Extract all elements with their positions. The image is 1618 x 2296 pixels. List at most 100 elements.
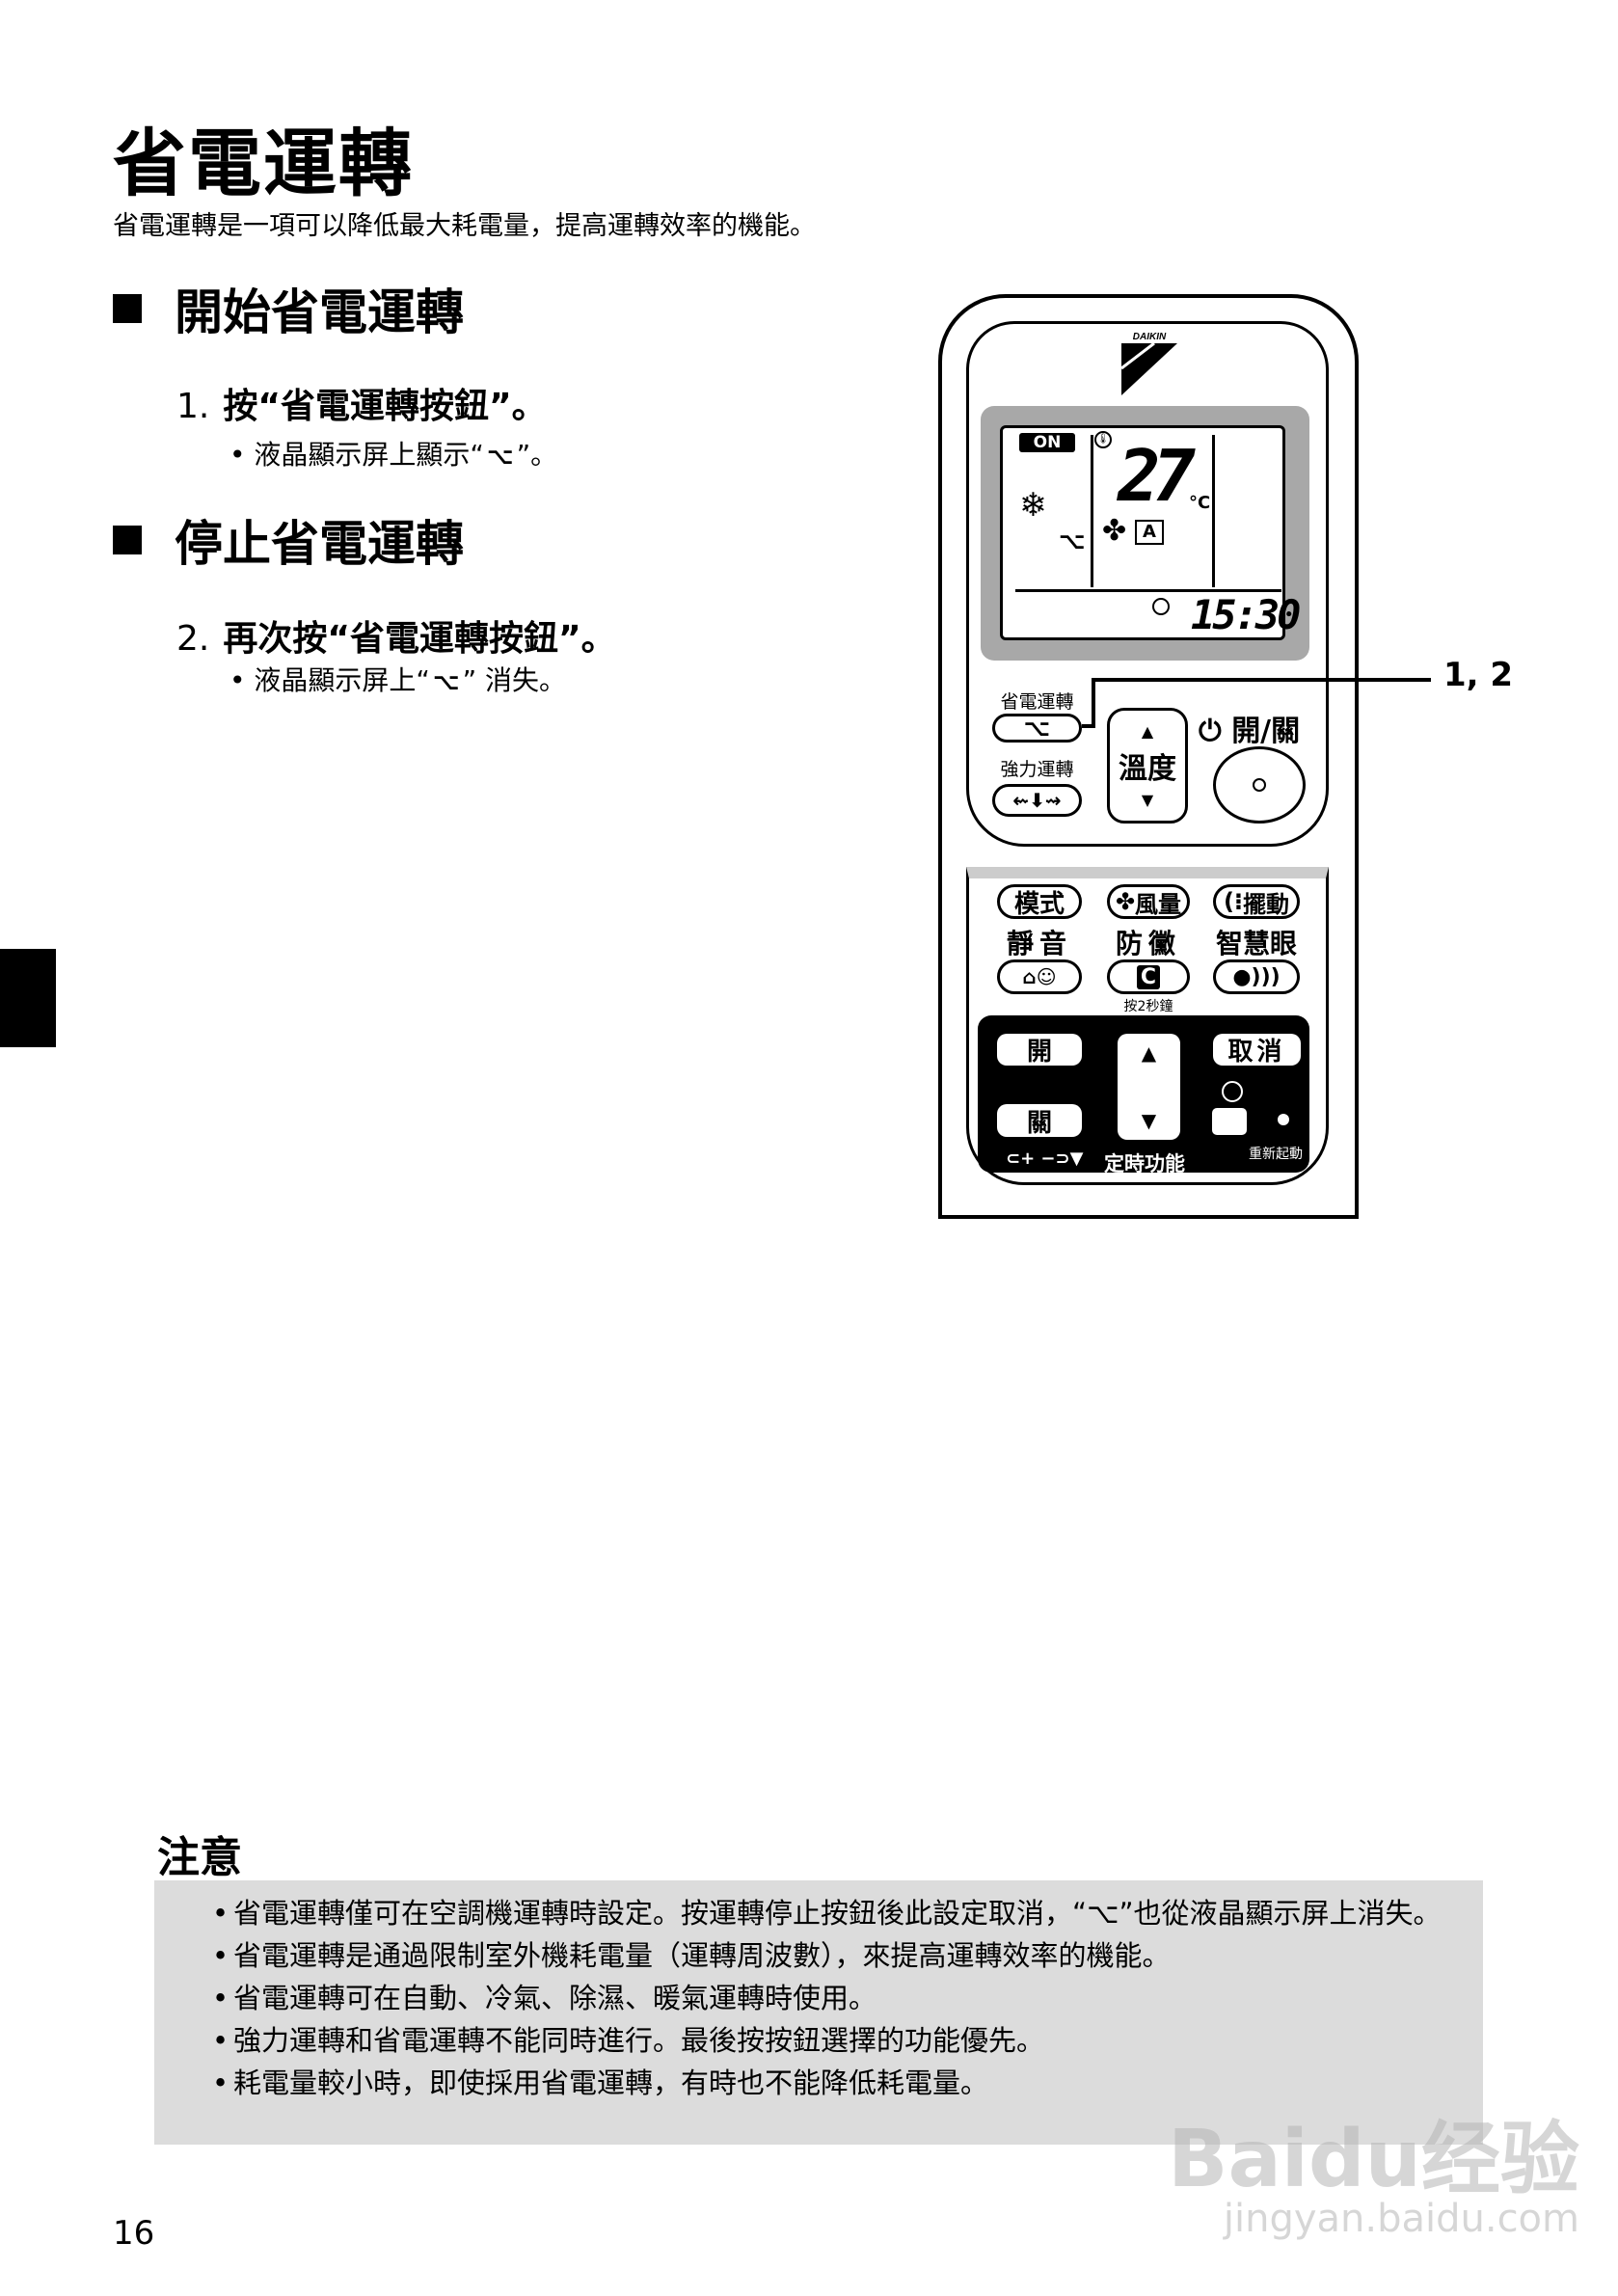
step-number: 2. [176, 619, 210, 659]
timer-cancel-button[interactable]: 取消 [1213, 1034, 1301, 1067]
power-button[interactable] [1213, 746, 1306, 824]
eco-icon: ⌥ [1059, 527, 1086, 554]
down-arrow-icon: ▼ [1141, 791, 1154, 809]
lcd-temperature: 27 [1118, 435, 1196, 518]
swing-icon: (⁝ [1223, 888, 1244, 915]
lcd-divider [1015, 589, 1281, 592]
down-arrow-icon: ▼ [1141, 1109, 1157, 1132]
step-text: 再次按“省電運轉按鈕”。 [223, 619, 616, 659]
quiet-button[interactable]: ⌂☺ [997, 959, 1082, 994]
thermometer-icon: 🌡 [1094, 431, 1112, 448]
up-arrow-icon: ▲ [1141, 1041, 1157, 1065]
econo-button[interactable]: ⌥ [992, 714, 1082, 743]
chapter-tab [0, 949, 56, 1047]
fan-icon: ✤ [1115, 888, 1136, 915]
econo-label: 省電運轉 [1000, 691, 1074, 713]
clock-icon [1222, 1081, 1243, 1102]
temperature-button[interactable]: ▲ 溫度 ▼ [1107, 708, 1188, 824]
mode-button[interactable]: 模式 [997, 884, 1082, 919]
callout-label: 1, 2 [1443, 656, 1514, 694]
step-number: 1. [176, 387, 210, 426]
up-arrow-icon: ▲ [1141, 722, 1154, 741]
square-bullet-icon [113, 294, 142, 323]
note-item: 省電運轉是通過限制室外機耗電量（運轉周波數），來提高運轉效率的機能。 [212, 1934, 1483, 1977]
bullet-text-end: ”。 [516, 439, 558, 471]
hold-note: 按2秒鐘 [1123, 999, 1173, 1014]
temperature-label: 溫度 [1119, 752, 1176, 786]
remote-upper-panel [966, 321, 1329, 847]
daikin-logo: DAIKIN [1120, 332, 1177, 395]
remote-control-illustration: DAIKIN ON 🌡 27 °C ❄ ⌥ ✤ A 15:30 省電運轉 ⌥ 強… [938, 294, 1431, 1219]
eco-icon: ⌥ [486, 443, 514, 470]
mould-icon: C [1136, 964, 1161, 989]
fan-label: 風量 [1135, 890, 1182, 918]
timer-off-button[interactable]: 關 [997, 1104, 1082, 1138]
intelligent-eye-button[interactable]: ●))) [1213, 959, 1300, 994]
page-number: 16 [113, 2214, 155, 2253]
swing-label: 擺動 [1243, 890, 1290, 918]
swing-button[interactable]: (⁝ 擺動 [1213, 884, 1300, 919]
power-label: ⏻ 開/關 [1199, 707, 1300, 749]
power-button-dot [1253, 778, 1266, 792]
lcd-divider [1091, 435, 1093, 587]
battery-icon: ⊂+ −⊃▼ [1006, 1148, 1084, 1169]
intro-text: 省電運轉是一項可以降低最大耗電量，提高運轉效率的機能。 [113, 211, 816, 241]
eco-icon: ⌥ [432, 668, 460, 695]
notes-box: 省電運轉僅可在空調機運轉時設定。按運轉停止按鈕後此設定取消，“⌥”也從液晶顯示屏… [154, 1880, 1483, 2145]
powerful-button[interactable]: ⇜⬇⇝ [992, 784, 1082, 817]
remote-lower-panel [966, 867, 1329, 1185]
heading-text: 開始省電運轉 [175, 284, 464, 340]
snowflake-icon: ❄ [1019, 486, 1047, 525]
watermark-url: jingyan.baidu.com [1223, 2197, 1579, 2241]
power-label-text: 開/關 [1231, 715, 1301, 748]
reset-label: 重新起動 [1249, 1147, 1303, 1162]
clock-icon [1152, 598, 1170, 615]
mould-label: 防黴 [1115, 928, 1181, 959]
powerful-label: 強力運轉 [1000, 759, 1074, 780]
lcd-time: 15:30 [1191, 591, 1301, 638]
notes-heading: 注意 [157, 1833, 242, 1882]
timer-on-button[interactable]: 開 [997, 1034, 1082, 1067]
eco-icon: ⌥ [1023, 715, 1051, 742]
page-title: 省電運轉 [113, 121, 414, 206]
lcd-divider [1212, 435, 1215, 587]
watermark-text: Baidu经验 [1167, 2114, 1579, 2205]
intelligent-eye-label: 智慧眼 [1215, 928, 1297, 959]
quiet-label: 靜音 [1006, 928, 1072, 959]
heading-text: 停止省電運轉 [175, 516, 464, 572]
note-item: 省電運轉僅可在空調機運轉時設定。按運轉停止按鈕後此設定取消，“⌥”也從液晶顯示屏… [212, 1892, 1483, 1934]
step-text: 按“省電運轉按鈕”。 [223, 387, 547, 426]
note-item: 耗電量較小時，即使採用省電運轉，有時也不能降低耗電量。 [212, 2062, 1483, 2104]
power-icon: ⏻ [1199, 715, 1232, 748]
mould-proof-button[interactable]: C [1107, 959, 1190, 994]
timer-label: 定時功能 [1104, 1152, 1185, 1175]
lcd-screen [1000, 425, 1285, 640]
leader-line [1093, 678, 1431, 682]
section-stop-heading: 停止省電運轉 [113, 505, 464, 575]
powerful-icon: ⇜⬇⇝ [1012, 789, 1062, 812]
clock-button[interactable] [1212, 1108, 1247, 1135]
bullet-text: • 液晶顯示屏上“ [229, 664, 430, 696]
lcd-unit: °C [1189, 493, 1211, 513]
person-icon: ●))) [1232, 964, 1281, 989]
bullet-text: • 液晶顯示屏上顯示“ [229, 439, 484, 471]
house-icon: ⌂☺ [1022, 965, 1057, 988]
timer-adjust-button[interactable]: ▲▼ [1118, 1034, 1180, 1140]
leader-line [1082, 724, 1095, 728]
step-1-bullet: • 液晶顯示屏上顯示“⌥”。 [229, 434, 557, 473]
reset-hole[interactable] [1278, 1114, 1289, 1125]
note-item: 省電運轉可在自動、冷氣、除濕、暖氣運轉時使用。 [212, 1977, 1483, 2019]
bullet-text-end: ” 消失。 [462, 664, 567, 696]
step-2-bullet: • 液晶顯示屏上“⌥” 消失。 [229, 660, 566, 698]
step-2: 2. 再次按“省電運轉按鈕”。 [176, 610, 616, 661]
note-item: 強力運轉和省電運轉不能同時進行。最後按按鈕選擇的功能優先。 [212, 2019, 1483, 2062]
step-1: 1. 按“省電運轉按鈕”。 [176, 378, 547, 428]
svg-text:DAIKIN: DAIKIN [1133, 332, 1167, 342]
fan-icon: ✤ [1102, 514, 1127, 548]
square-bullet-icon [113, 526, 142, 554]
lcd-on-indicator: ON [1019, 433, 1075, 452]
fan-auto-indicator: A [1135, 520, 1164, 545]
fan-button[interactable]: ✤風量 [1107, 884, 1190, 919]
section-start-heading: 開始省電運轉 [113, 274, 464, 343]
